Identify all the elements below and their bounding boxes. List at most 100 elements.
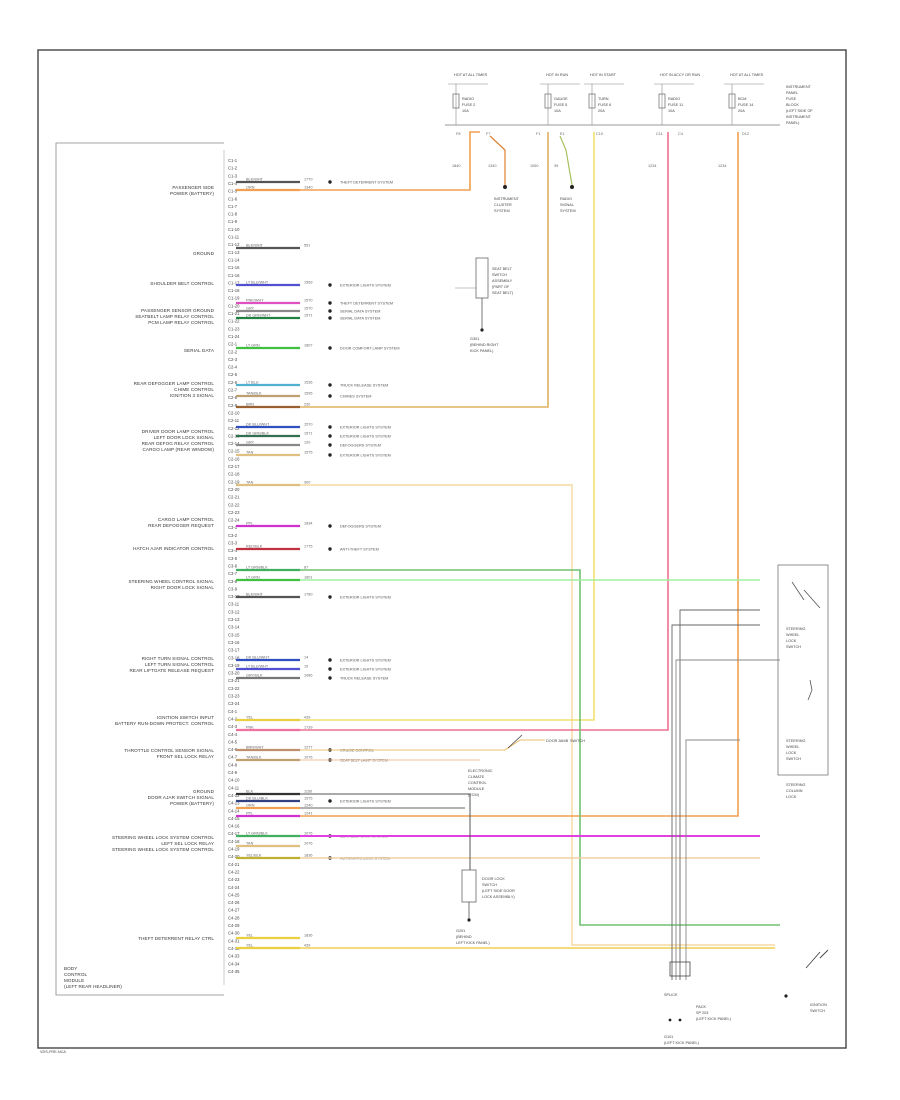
wire-steer-v4 [675, 659, 780, 980]
wire-target-label: EXTERIOR LIGHTS SYSTEM [340, 284, 391, 288]
fuse-pin-labels: F8 F7 F1 E1 C10 C11 C4 D12 [456, 132, 749, 136]
svg-text:LOCK: LOCK [786, 639, 797, 643]
svg-text:FRONT SEL LOCK RELAY: FRONT SEL LOCK RELAY [157, 754, 214, 759]
bcm-pin-label: C3-1 [228, 525, 238, 530]
connector-dot [328, 316, 332, 320]
radio-callout: RADIO SIGNAL SYSTEM [560, 185, 576, 213]
svg-text:BODY: BODY [64, 966, 77, 971]
wire-gauge-label: 1569 [304, 281, 312, 285]
svg-text:CONTROL: CONTROL [468, 781, 487, 785]
connector-dot [328, 301, 332, 305]
svg-text:SP 203: SP 203 [696, 1011, 708, 1015]
wire-steer-v2 [679, 609, 760, 980]
wire-color-label: TAN/BLK [246, 392, 262, 396]
bcm-pin-label: C1-14 [228, 257, 240, 262]
svg-text:1340: 1340 [488, 164, 496, 168]
wire-color-label: LT GRN/BLK [246, 566, 268, 570]
svg-text:CARGO LAMP (REAR WINDOW): CARGO LAMP (REAR WINDOW) [143, 447, 215, 452]
door-jamb-switch: DOOR JAMB SWITCH [507, 734, 585, 749]
wire-gauge-label: 1836 [304, 934, 312, 938]
wire-color-label: YEL/BLK [246, 854, 262, 858]
wire-color-label: LT GRN/BLK [246, 832, 268, 836]
long-wires [300, 131, 780, 980]
svg-text:CARGO LAMP CONTROL: CARGO LAMP CONTROL [158, 517, 214, 522]
svg-text:PANEL: PANEL [786, 91, 798, 95]
fuse-rating: 20A [738, 109, 745, 113]
bcm-pin-label: C2-19 [228, 479, 240, 484]
svg-text:(LEFT KICK PANEL): (LEFT KICK PANEL) [664, 1041, 700, 1045]
fuse-head: HOT IN START [590, 73, 617, 77]
svg-text:C11: C11 [656, 132, 663, 136]
wire-color-label: PNK/WHT [246, 299, 264, 303]
wire-color-label: TAN [246, 842, 254, 846]
wire-gauge-label: 1571 [304, 432, 312, 436]
bcm-pin-label: C4-34 [228, 961, 240, 966]
svg-text:IGNITION 3 SIGNAL: IGNITION 3 SIGNAL [170, 393, 214, 398]
wire-gauge-label: 1739 [304, 726, 312, 730]
connector-dot [328, 309, 332, 313]
wire-target-label: EXTERIOR LIGHTS SYSTEM [340, 596, 391, 600]
fuse-name: BCM [738, 97, 746, 101]
svg-text:CLUSTER: CLUSTER [494, 203, 512, 207]
bcm-pin-label: C4-32 [228, 946, 240, 951]
svg-text:GROUND: GROUND [193, 789, 215, 794]
svg-text:SWITCH: SWITCH [810, 1009, 825, 1013]
wire-target-label: EXTERIOR LIGHTS SYSTEM [340, 659, 391, 663]
svg-text:(LEFT SIDE DOOR: (LEFT SIDE DOOR [482, 889, 515, 893]
bcm-pin-label: C4-23 [228, 877, 240, 882]
svg-text:WHEEL: WHEEL [786, 633, 800, 637]
bcm-pin-label: C3-10 [228, 594, 240, 599]
bcm-pin-label: C3-16 [228, 640, 240, 645]
bcm-pin-label: C1-16 [228, 273, 240, 278]
wire-target-label: DEFOGGERS SYSTEM [340, 444, 381, 448]
wire-gauge-label: 1575 [304, 797, 312, 801]
bcm-pin-label: C4-28 [228, 915, 240, 920]
wire-color-label: BLK/WHT [246, 178, 264, 182]
svg-text:SWITCH: SWITCH [786, 757, 801, 761]
wire-gauge-label: 1780 [304, 593, 312, 597]
wire-gauge-label: 439 [304, 716, 310, 720]
svg-text:STEERING WHEEL CONTROL SIGNAL: STEERING WHEEL CONTROL SIGNAL [128, 579, 214, 584]
bcm-pin-label: C2-3 [228, 357, 238, 362]
fuse-rating: 10A [554, 109, 561, 113]
bcm-pin-label: C2-10 [228, 410, 240, 415]
bcm-pin-label: C1-13 [228, 250, 240, 255]
svg-text:(LEFT KICK PANEL): (LEFT KICK PANEL) [696, 1017, 732, 1021]
bcm-pin-label: C2-6 [228, 380, 238, 385]
wire-target-label: TRUCK RELEASE SYSTEM [340, 677, 388, 681]
svg-text:CHIME CONTROL: CHIME CONTROL [174, 387, 214, 392]
bcm-pin-label: C3-21 [228, 678, 240, 683]
wire-stub-w25: YEL 439 [236, 716, 310, 722]
bcm-pin-label: C1-18 [228, 288, 240, 293]
svg-text:REAR DEFOG RELAY CONTROL: REAR DEFOG RELAY CONTROL [142, 441, 215, 446]
svg-text:PASSENGER SENSOR GROUND: PASSENGER SENSOR GROUND [141, 308, 215, 313]
wire-target-label: DOOR COMFORT LAMP SYSTEM [340, 347, 400, 351]
fuse-element [452, 93, 460, 109]
svg-text:RIGHT TURN SIGNAL CONTROL: RIGHT TURN SIGNAL CONTROL [142, 656, 215, 661]
wire-color-label: YEL [246, 716, 253, 720]
bcm-pin-label: C3-2 [228, 533, 238, 538]
svg-text:STEERING: STEERING [786, 739, 805, 743]
wire-color-label: YEL [246, 934, 253, 938]
svg-text:SERIAL DATA: SERIAL DATA [184, 348, 215, 353]
svg-text:MODULE: MODULE [468, 787, 485, 791]
wire-color-label: GRY [246, 307, 255, 311]
connector-dot [328, 394, 332, 398]
svg-text:STEERING WHEEL LOCK SYSTEM CON: STEERING WHEEL LOCK SYSTEM CONTROL [112, 835, 214, 840]
svg-text:39: 39 [554, 164, 558, 168]
wire-color-label: DK GRN/WHT [246, 314, 271, 318]
svg-text:DRIVER DOOR LAMP CONTROL: DRIVER DOOR LAMP CONTROL [142, 429, 215, 434]
wire-orange-cluster [489, 135, 506, 185]
fuse-block: INSTRUMENT PANEL FUSE BLOCK (LEFT SIDE O… [445, 73, 813, 168]
svg-text:FUSE: FUSE [786, 97, 797, 101]
bcm-pin-label: C4-20 [228, 854, 240, 859]
bcm-pin-label: C1-9 [228, 219, 238, 224]
wire-color-label: BRN [246, 403, 254, 407]
